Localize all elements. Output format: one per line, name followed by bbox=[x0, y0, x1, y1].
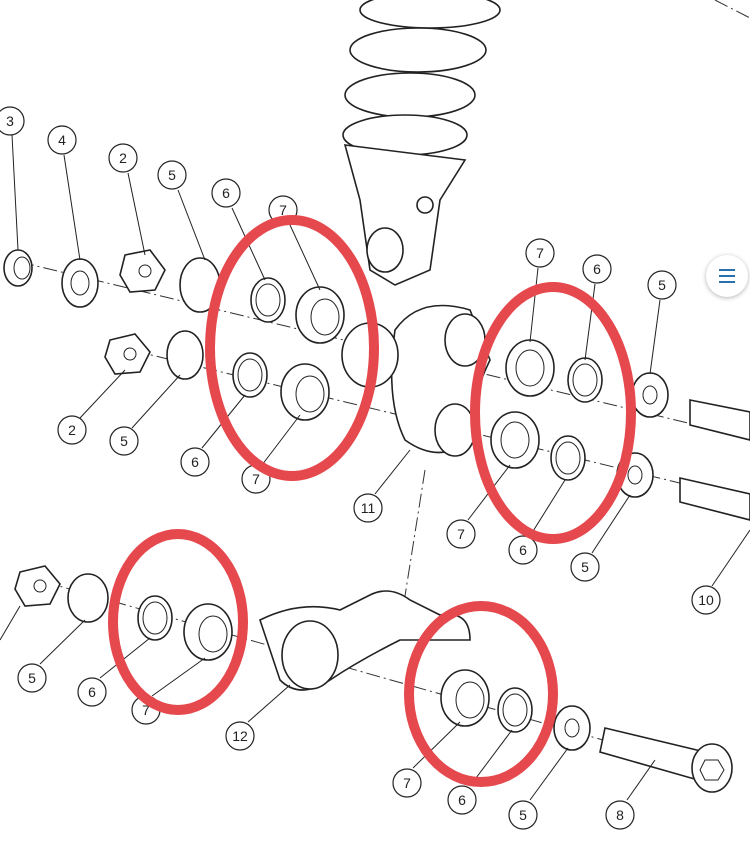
shock-absorber bbox=[342, 0, 501, 286]
callout-6: 6 bbox=[582, 254, 612, 284]
callout-5: 5 bbox=[647, 270, 677, 300]
parts-row-lower bbox=[14, 565, 733, 793]
svg-text:7: 7 bbox=[457, 526, 465, 542]
svg-text:7: 7 bbox=[279, 202, 287, 218]
svg-text:5: 5 bbox=[581, 559, 589, 575]
svg-text:5: 5 bbox=[120, 433, 128, 449]
callout-2: 2 bbox=[57, 415, 87, 445]
parts-row-upper bbox=[3, 249, 345, 421]
hamburger-menu-icon bbox=[719, 275, 735, 277]
svg-text:10: 10 bbox=[698, 592, 714, 608]
linkage-part-11 bbox=[341, 304, 491, 457]
hamburger-menu-icon bbox=[719, 269, 735, 271]
callout-5: 5 bbox=[570, 552, 600, 582]
svg-text:4: 4 bbox=[58, 132, 66, 148]
axis-line bbox=[397, 469, 426, 641]
svg-text:7: 7 bbox=[403, 775, 411, 791]
svg-text:5: 5 bbox=[658, 277, 666, 293]
highlight-marks bbox=[108, 215, 636, 787]
parts-row-right bbox=[490, 339, 750, 521]
svg-text:6: 6 bbox=[191, 454, 199, 470]
svg-text:5: 5 bbox=[168, 167, 176, 183]
svg-text:5: 5 bbox=[519, 807, 527, 823]
svg-text:6: 6 bbox=[593, 261, 601, 277]
callout-7: 7 bbox=[392, 768, 422, 798]
svg-text:6: 6 bbox=[88, 684, 96, 700]
svg-text:7: 7 bbox=[142, 702, 150, 718]
callout-6: 6 bbox=[211, 178, 241, 208]
callout-6: 6 bbox=[77, 677, 107, 707]
hamburger-menu-icon bbox=[719, 281, 735, 283]
svg-text:5: 5 bbox=[28, 670, 36, 686]
callout-7: 7 bbox=[446, 519, 476, 549]
callout-7: 7 bbox=[525, 238, 555, 268]
leader-lines bbox=[0, 134, 750, 801]
callout-4: 4 bbox=[47, 125, 77, 155]
svg-text:7: 7 bbox=[252, 471, 260, 487]
callout-2: 2 bbox=[108, 143, 138, 173]
highlight-ellipse bbox=[470, 282, 636, 544]
axis-line bbox=[714, 0, 750, 19]
svg-text:3: 3 bbox=[6, 113, 14, 129]
highlight-ellipse bbox=[205, 215, 379, 481]
callout-5: 5 bbox=[109, 426, 139, 456]
callout-6: 6 bbox=[508, 535, 538, 565]
highlight-ellipse bbox=[404, 601, 558, 787]
svg-text:8: 8 bbox=[616, 807, 624, 823]
svg-text:6: 6 bbox=[519, 542, 527, 558]
svg-text:12: 12 bbox=[232, 728, 248, 744]
highlight-ellipse bbox=[108, 529, 248, 715]
callout-8: 8 bbox=[605, 800, 635, 830]
callout-5: 5 bbox=[157, 160, 187, 190]
callout-11: 11 bbox=[353, 493, 383, 523]
callout-3: 3 bbox=[0, 106, 25, 136]
callout-12: 12 bbox=[225, 721, 255, 751]
callout-10: 10 bbox=[691, 585, 721, 615]
callout-5: 5 bbox=[508, 800, 538, 830]
svg-text:7: 7 bbox=[536, 245, 544, 261]
menu-button[interactable] bbox=[706, 255, 748, 297]
callout-5: 5 bbox=[17, 663, 47, 693]
callout-6: 6 bbox=[447, 785, 477, 815]
svg-text:11: 11 bbox=[361, 500, 376, 516]
svg-text:2: 2 bbox=[119, 150, 127, 166]
callout-6: 6 bbox=[180, 447, 210, 477]
svg-text:6: 6 bbox=[458, 792, 466, 808]
svg-text:2: 2 bbox=[68, 422, 76, 438]
svg-text:6: 6 bbox=[222, 185, 230, 201]
axis-line bbox=[109, 344, 750, 501]
